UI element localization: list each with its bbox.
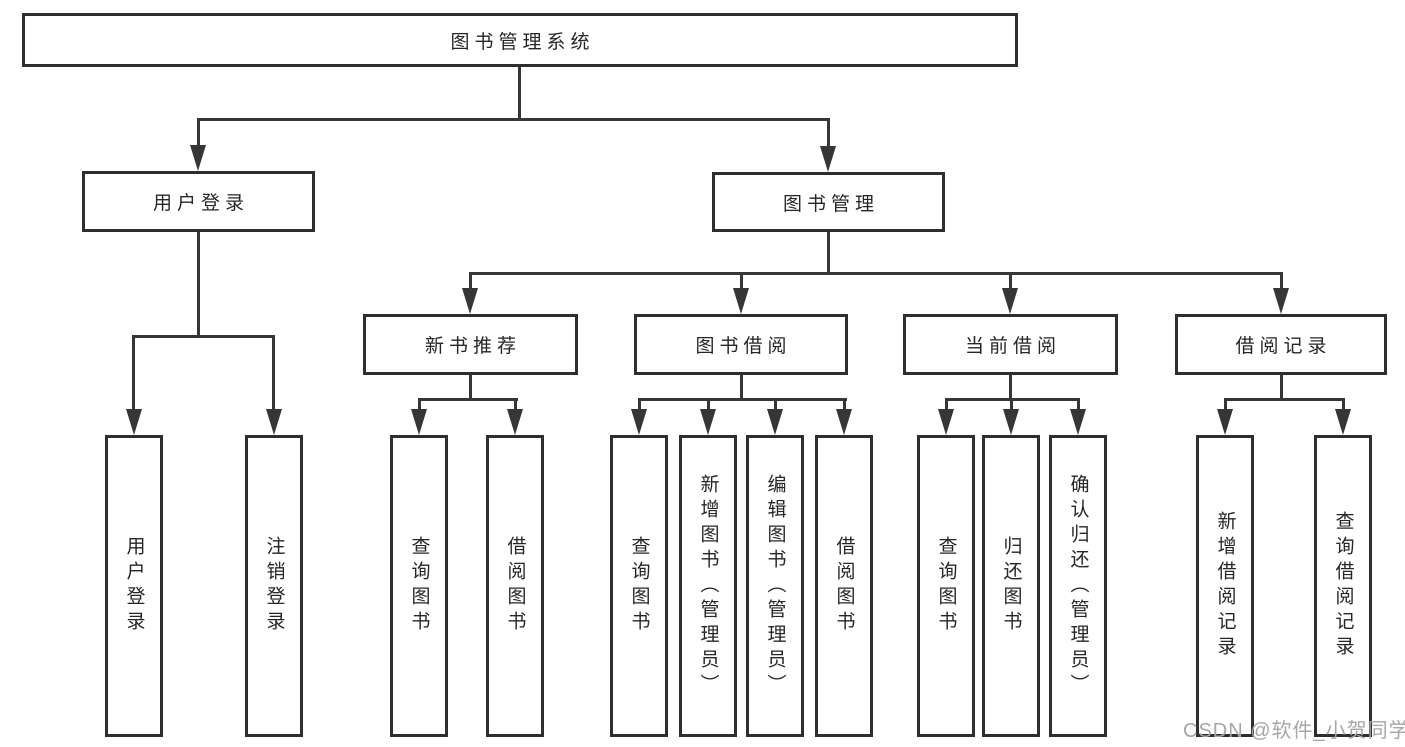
arrow-down-icon bbox=[820, 146, 836, 172]
connector-line bbox=[1077, 401, 1080, 411]
connector-line bbox=[638, 401, 641, 411]
leaf-label: 查询图书 bbox=[628, 536, 650, 636]
node-user-login: 用户登录 bbox=[82, 171, 315, 232]
arrow-down-icon bbox=[733, 288, 749, 314]
connector-line bbox=[418, 401, 421, 411]
connector-line bbox=[1009, 375, 1012, 401]
connector-line bbox=[197, 118, 830, 121]
connector-line bbox=[827, 232, 830, 274]
connector-line bbox=[1280, 275, 1283, 291]
connector-line bbox=[518, 67, 521, 120]
arrow-down-icon bbox=[190, 145, 206, 171]
node-leaf-return-books: 归还图书 bbox=[982, 435, 1040, 737]
node-leaf-confirm-return-admin: 确认归还（管理员） bbox=[1049, 435, 1107, 737]
leaf-label: 编辑图书（管理员） bbox=[764, 473, 786, 699]
leaf-label: 注销登录 bbox=[263, 536, 285, 636]
connector-line bbox=[132, 338, 135, 412]
connector-line bbox=[514, 401, 517, 411]
leaf-label: 新增借阅记录 bbox=[1214, 511, 1236, 661]
node-leaf-borrow-books-1: 借阅图书 bbox=[486, 435, 544, 737]
connector-line bbox=[707, 401, 710, 411]
node-leaf-user-login: 用户登录 bbox=[105, 435, 163, 737]
csdn-watermark: CSDN @软件_小贺同学 bbox=[1183, 720, 1405, 742]
node-leaf-edit-books-admin: 编辑图书（管理员） bbox=[746, 435, 804, 737]
leaf-label: 确认归还（管理员） bbox=[1067, 473, 1089, 699]
connector-line bbox=[197, 121, 200, 148]
connector-line bbox=[272, 338, 275, 412]
connector-line bbox=[638, 398, 847, 401]
leaf-label: 归还图书 bbox=[1000, 536, 1022, 636]
arrow-down-icon bbox=[836, 409, 852, 435]
arrow-down-icon bbox=[507, 409, 523, 435]
connector-line bbox=[774, 401, 777, 411]
leaf-label: 新增图书（管理员） bbox=[697, 473, 719, 699]
node-leaf-add-borrow-record: 新增借阅记录 bbox=[1196, 435, 1254, 737]
connector-line bbox=[469, 275, 472, 291]
connector-line bbox=[1224, 401, 1227, 411]
node-library-management-system: 图书管理系统 bbox=[22, 13, 1018, 67]
connector-line bbox=[1009, 275, 1012, 291]
node-borrowing-records: 借阅记录 bbox=[1175, 314, 1387, 375]
node-leaf-query-books-3: 查询图书 bbox=[917, 435, 975, 737]
connector-line bbox=[1224, 398, 1345, 401]
node-leaf-borrow-books-2: 借阅图书 bbox=[815, 435, 873, 737]
arrow-down-icon bbox=[1335, 409, 1351, 435]
connector-line bbox=[945, 401, 948, 411]
leaf-label: 借阅图书 bbox=[504, 536, 526, 636]
arrow-down-icon bbox=[1070, 409, 1086, 435]
connector-line bbox=[740, 375, 743, 401]
node-current-borrowing: 当前借阅 bbox=[903, 314, 1118, 375]
leaf-label: 用户登录 bbox=[123, 536, 145, 636]
node-leaf-logout: 注销登录 bbox=[245, 435, 303, 737]
connector-line bbox=[1010, 401, 1013, 411]
node-new-book-recommendation: 新书推荐 bbox=[363, 314, 578, 375]
leaf-label: 查询图书 bbox=[935, 536, 957, 636]
connector-line bbox=[132, 335, 275, 338]
arrow-down-icon bbox=[266, 409, 282, 435]
connector-line bbox=[827, 121, 830, 149]
arrow-down-icon bbox=[462, 288, 478, 314]
arrow-down-icon bbox=[938, 409, 954, 435]
leaf-label: 借阅图书 bbox=[833, 536, 855, 636]
node-book-management: 图书管理 bbox=[712, 172, 945, 232]
node-leaf-query-books-1: 查询图书 bbox=[390, 435, 448, 737]
arrow-down-icon bbox=[631, 409, 647, 435]
connector-line bbox=[843, 401, 846, 411]
connector-line bbox=[418, 398, 518, 401]
leaf-label: 查询图书 bbox=[408, 536, 430, 636]
arrow-down-icon bbox=[767, 409, 783, 435]
node-leaf-query-books-2: 查询图书 bbox=[610, 435, 668, 737]
leaf-label: 查询借阅记录 bbox=[1332, 511, 1354, 661]
node-book-borrowing: 图书借阅 bbox=[634, 314, 848, 375]
connector-line bbox=[197, 232, 200, 337]
connector-line bbox=[1280, 375, 1283, 401]
arrow-down-icon bbox=[126, 409, 142, 435]
arrow-down-icon bbox=[1273, 288, 1289, 314]
arrow-down-icon bbox=[1217, 409, 1233, 435]
arrow-down-icon bbox=[411, 409, 427, 435]
arrow-down-icon bbox=[1003, 409, 1019, 435]
node-leaf-add-books-admin: 新增图书（管理员） bbox=[679, 435, 737, 737]
arrow-down-icon bbox=[1002, 288, 1018, 314]
connector-line bbox=[469, 375, 472, 401]
connector-line bbox=[740, 275, 743, 291]
node-leaf-query-borrow-record: 查询借阅记录 bbox=[1314, 435, 1372, 737]
arrow-down-icon bbox=[700, 409, 716, 435]
connector-line bbox=[1342, 401, 1345, 411]
connector-line bbox=[469, 272, 1283, 275]
connector-line bbox=[945, 398, 1080, 401]
